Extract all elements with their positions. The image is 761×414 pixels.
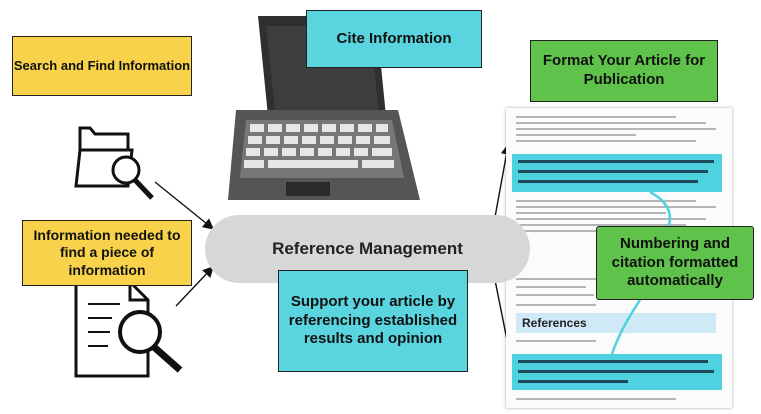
references-label: References: [516, 313, 716, 333]
document-search-icon: [74, 280, 183, 378]
information-needed-box: Information needed to find a piece of in…: [22, 220, 192, 286]
support-article-box: Support your article by referencing esta…: [278, 270, 468, 372]
format-article-box: Format Your Article for Publication: [530, 40, 718, 102]
folder-search-icon: [74, 126, 154, 200]
numbering-citation-box: Numbering and citation formatted automat…: [596, 226, 754, 300]
search-find-box: Search and Find Information: [12, 36, 192, 96]
cite-information-box: Cite Information: [306, 10, 482, 68]
connector-arrows: [154, 143, 517, 373]
